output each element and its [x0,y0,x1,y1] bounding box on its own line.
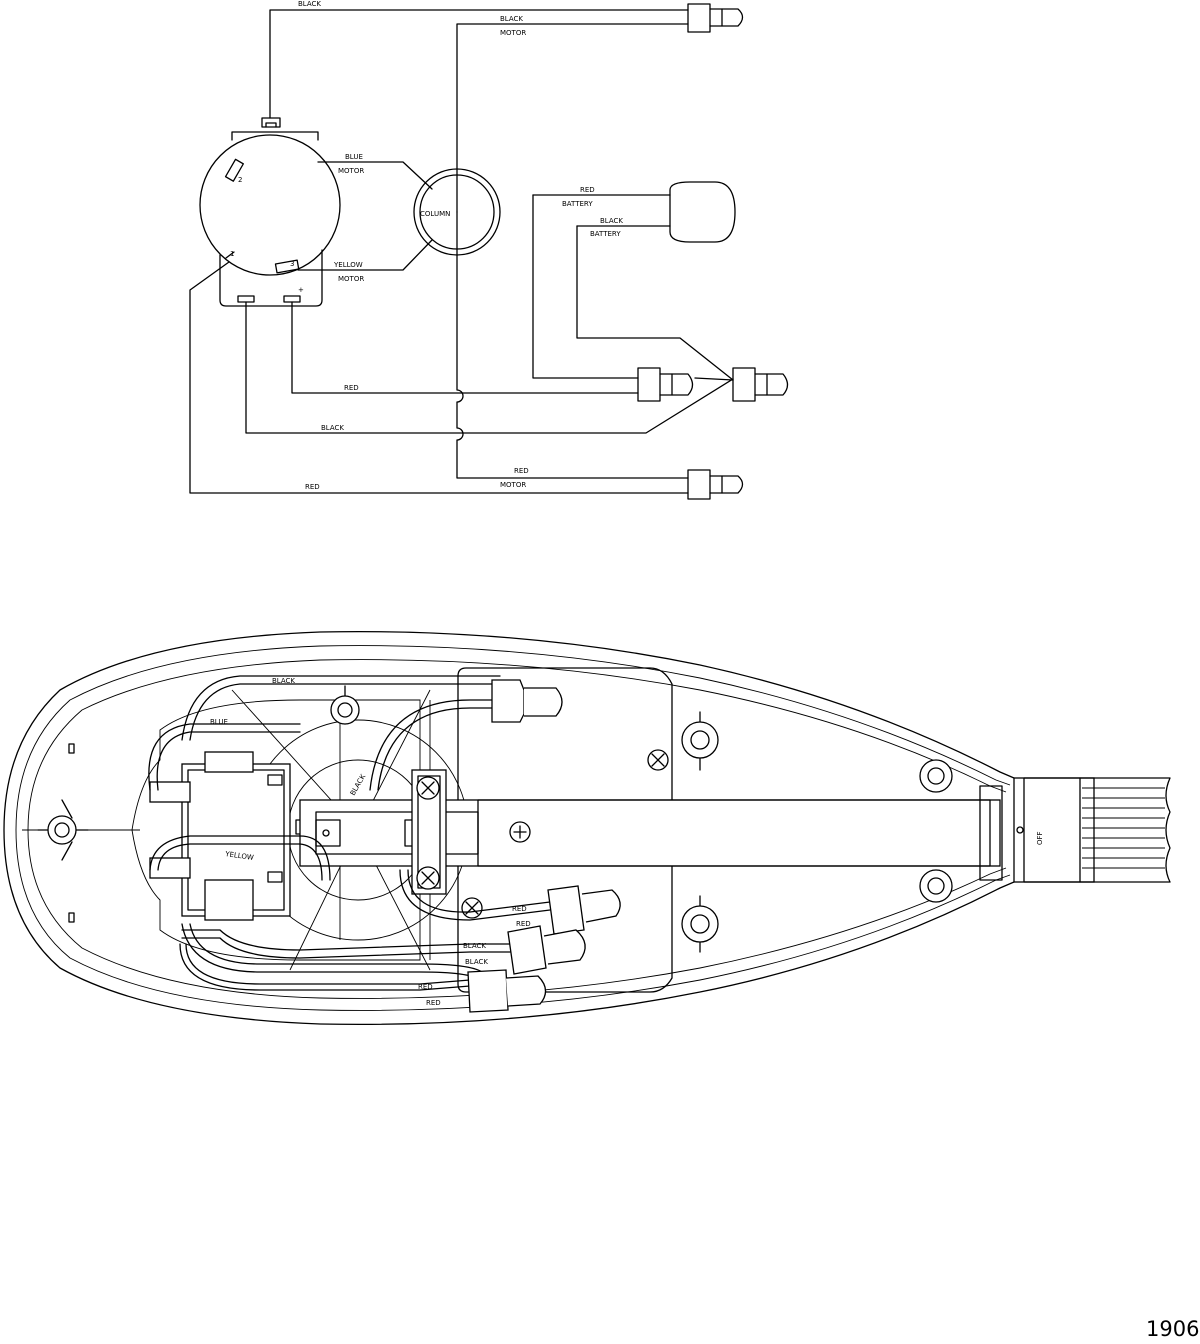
label-red-motor-word: MOTOR [500,481,526,489]
switch-label-3: 3 [290,260,294,268]
switch-terminal-1 [225,251,235,259]
switch-label-2: 2 [238,176,242,184]
label-black-battery-color: BLACK [600,217,623,225]
wire-blue-motor [317,161,433,190]
wire-black-motor [456,23,689,213]
cavity-outline [131,699,421,961]
screw-plate-bottom [461,897,483,919]
boss-front-top [919,759,953,793]
screw-column-top [416,776,440,800]
wiring-schematic: 2 3 1 + COLUMN [189,0,789,500]
asm-label-blue: BLUE [210,718,228,726]
label-red-battery-color: RED [580,186,595,194]
wire-red-battery [532,194,639,379]
label-blue-motor: MOTOR [338,167,364,175]
steering-arm [299,769,1003,895]
label-black-motor-word: MOTOR [500,29,526,37]
label-black-switch: BLACK [321,424,344,432]
butt-connector-black-switch [732,367,789,402]
asm-label-red-4: RED [426,999,441,1007]
switch-label-1: 1 [230,250,234,258]
figure-number: 1906 [1146,1317,1199,1341]
butt-connector-red-motor [687,469,744,500]
wire-red-jumper [694,377,734,381]
wire-black-battery [576,225,734,381]
housing-inner-1 [15,645,1011,1011]
asm-label-red-2: RED [516,920,531,928]
switch-terminal-plus [283,295,301,303]
pivot-mount-left [37,743,89,923]
asm-label-black-2: BLACK [465,958,488,966]
screw-column-bottom [416,866,440,890]
wire-red-motor [456,211,689,479]
label-red-motor-color: RED [514,467,529,475]
switch-terminal-2 [224,158,244,182]
wiring-harness [148,675,551,991]
asm-label-red-3: RED [418,983,433,991]
cover-plate [457,667,673,993]
wire-red-switch [291,301,639,394]
column-label: COLUMN [420,210,450,218]
switch-label-plus: + [298,286,304,294]
label-red-battery-word: BATTERY [562,200,593,208]
label-red-switch: RED [344,384,359,392]
butt-connector-black [491,679,563,723]
label-red-bottom: RED [305,483,320,491]
wire-black-switch [245,301,734,434]
wire-yellow-motor [297,239,433,271]
off-label: OFF [1036,831,1044,845]
asm-label-black-1: BLACK [463,942,486,950]
label-black-top: BLACK [298,0,321,8]
asm-label-black: BLACK [272,677,295,685]
battery-connector [669,181,736,243]
boss-front-bottom [919,869,953,903]
asm-label-red-1: RED [512,905,527,913]
switch-terminal-3 [274,259,300,274]
label-black-battery-word: BATTERY [590,230,621,238]
control-head-assembly: BLACK BLUE YELLOW BLACK RED RED BLACK BL… [3,630,1171,1026]
wire-red-bottom [189,261,689,494]
boss-top-left [330,685,360,725]
butt-connector-black-red-2 [467,969,547,1013]
screw-plate-top [647,749,669,771]
housing-outer [3,630,1015,1026]
boss-bottom-right [681,895,719,953]
butt-connector-red-switch [637,367,694,402]
butt-connector-black-motor [687,3,744,33]
label-black-motor-color: BLACK [500,15,523,23]
butt-connector-black-red-1 [507,925,586,975]
butt-connector-red [547,885,621,935]
steering-tube [1013,777,1171,883]
label-yellow-motor: MOTOR [338,275,364,283]
label-yellow: YELLOW [333,261,363,269]
switch-terminal-minus [237,295,255,303]
speed-switch: 2 3 1 + [199,117,341,307]
speed-switch-body [149,751,307,921]
boss-top-right [681,711,719,771]
screw-arm [509,821,531,843]
label-blue: BLUE [345,153,363,161]
wire-black-top [269,9,689,119]
asm-label-black-center: BLACK [349,773,368,797]
